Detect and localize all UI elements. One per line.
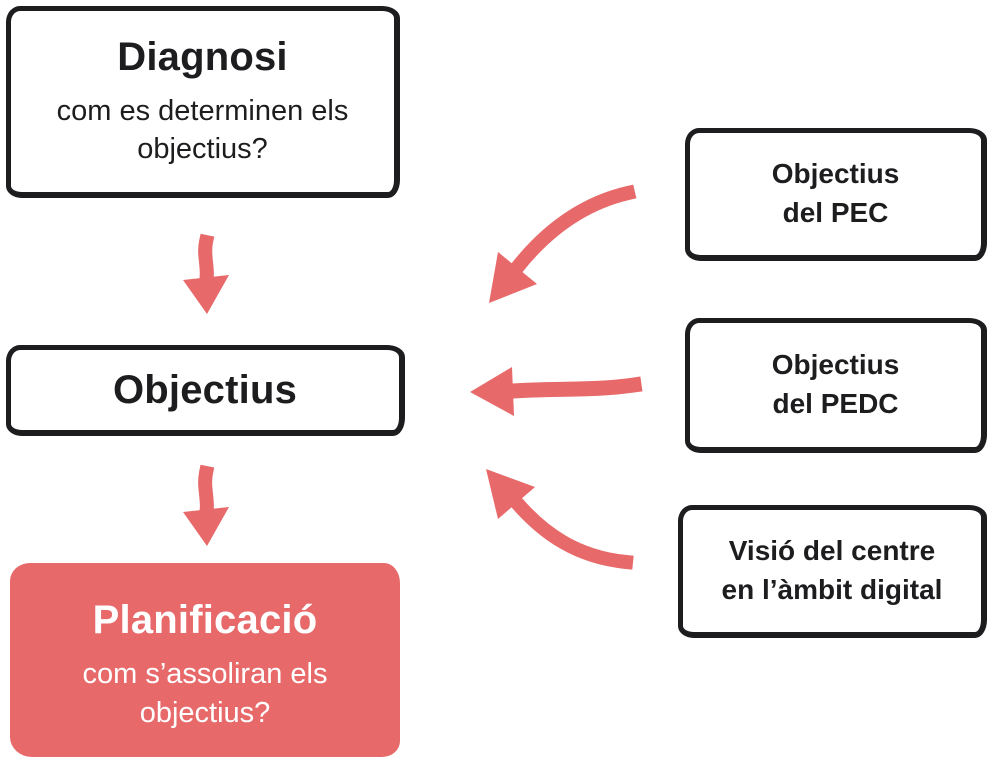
node-pec-label: Objectius del PEC	[772, 155, 900, 232]
arrow-curved-visio-to-objectius-icon	[486, 469, 634, 570]
node-planificacio-subtitle: com s’assoliran els objectius?	[82, 658, 328, 729]
node-objectius: Objectius	[6, 345, 405, 436]
node-pedc-label-line2: del PEDC	[772, 388, 899, 419]
node-visio-centre-digital: Visió del centre en l’àmbit digital	[678, 505, 987, 638]
node-planificacio: Planificació com s’assoliran els objecti…	[10, 563, 400, 757]
node-pec-label-line1: Objectius	[771, 158, 900, 190]
node-visio-label-line1: Visió del centre	[728, 535, 936, 567]
arrow-curved-pec-to-objectius-icon	[489, 184, 637, 303]
node-pec-label-line2: del PEC	[782, 197, 889, 228]
node-pedc-label: Objectius del PEDC	[772, 346, 900, 423]
arrow-down-objectius-to-planificacio-icon	[183, 464, 229, 546]
node-objectius-title: Objectius	[112, 367, 298, 412]
node-visio-label: Visió del centre en l’àmbit digital	[722, 532, 943, 609]
node-objectius-pedc: Objectius del PEDC	[685, 318, 987, 453]
node-diagnosi: Diagnosi com es determinen els objectius…	[6, 6, 400, 198]
arrow-straight-pedc-to-objectius-icon	[470, 367, 643, 416]
arrow-down-diagnosi-to-objectius-icon	[183, 233, 229, 314]
node-diagnosi-title: Diagnosi	[117, 34, 288, 79]
node-diagnosi-subtitle: com es determinen els objectius?	[56, 94, 349, 165]
node-visio-label-line2: en l’àmbit digital	[721, 574, 943, 605]
node-pedc-label-line1: Objectius	[771, 349, 900, 381]
node-planificacio-title: Planificació	[92, 598, 318, 643]
node-objectius-pec: Objectius del PEC	[685, 128, 987, 261]
